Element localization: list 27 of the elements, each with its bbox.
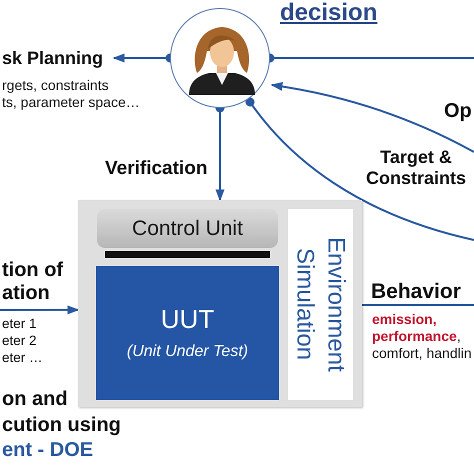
test-bench-panel bbox=[78, 200, 362, 407]
connector-line bbox=[362, 304, 474, 306]
unit-under-test-box bbox=[96, 266, 279, 400]
description-text: emission, performance, comfort, handlin bbox=[372, 311, 473, 362]
arrow bbox=[270, 82, 474, 153]
simulation-panel bbox=[288, 209, 353, 400]
edge-label: tion of ation bbox=[2, 259, 64, 305]
list-item-text: eter 2 bbox=[2, 333, 37, 349]
title-text: decision bbox=[280, 0, 378, 26]
heading-text: ent - DOE bbox=[2, 438, 94, 463]
edge-label: Behavior bbox=[371, 280, 461, 304]
edge-label: Target & Constraints bbox=[364, 147, 467, 189]
box-subtitle: (Unit Under Test) bbox=[126, 342, 248, 362]
heading-text: on and cution using bbox=[2, 387, 122, 438]
edge-label: Verification bbox=[105, 158, 208, 180]
section-heading: sk Planning bbox=[2, 46, 114, 70]
list-item-text: rgets, constraints bbox=[2, 77, 110, 94]
section-label: Op bbox=[444, 100, 472, 122]
box-label: Control Unit bbox=[132, 216, 243, 242]
list-item-text: eter … bbox=[2, 350, 43, 366]
list-item-text: ts, parameter space… bbox=[2, 94, 140, 111]
control-unit-box bbox=[97, 209, 278, 248]
arrow bbox=[0, 305, 80, 314]
connector-line bbox=[246, 98, 474, 241]
box-title: UUT bbox=[160, 304, 214, 334]
list-item-text: eter 1 bbox=[2, 316, 37, 332]
vertical-label: Environment Simulation bbox=[290, 236, 350, 374]
